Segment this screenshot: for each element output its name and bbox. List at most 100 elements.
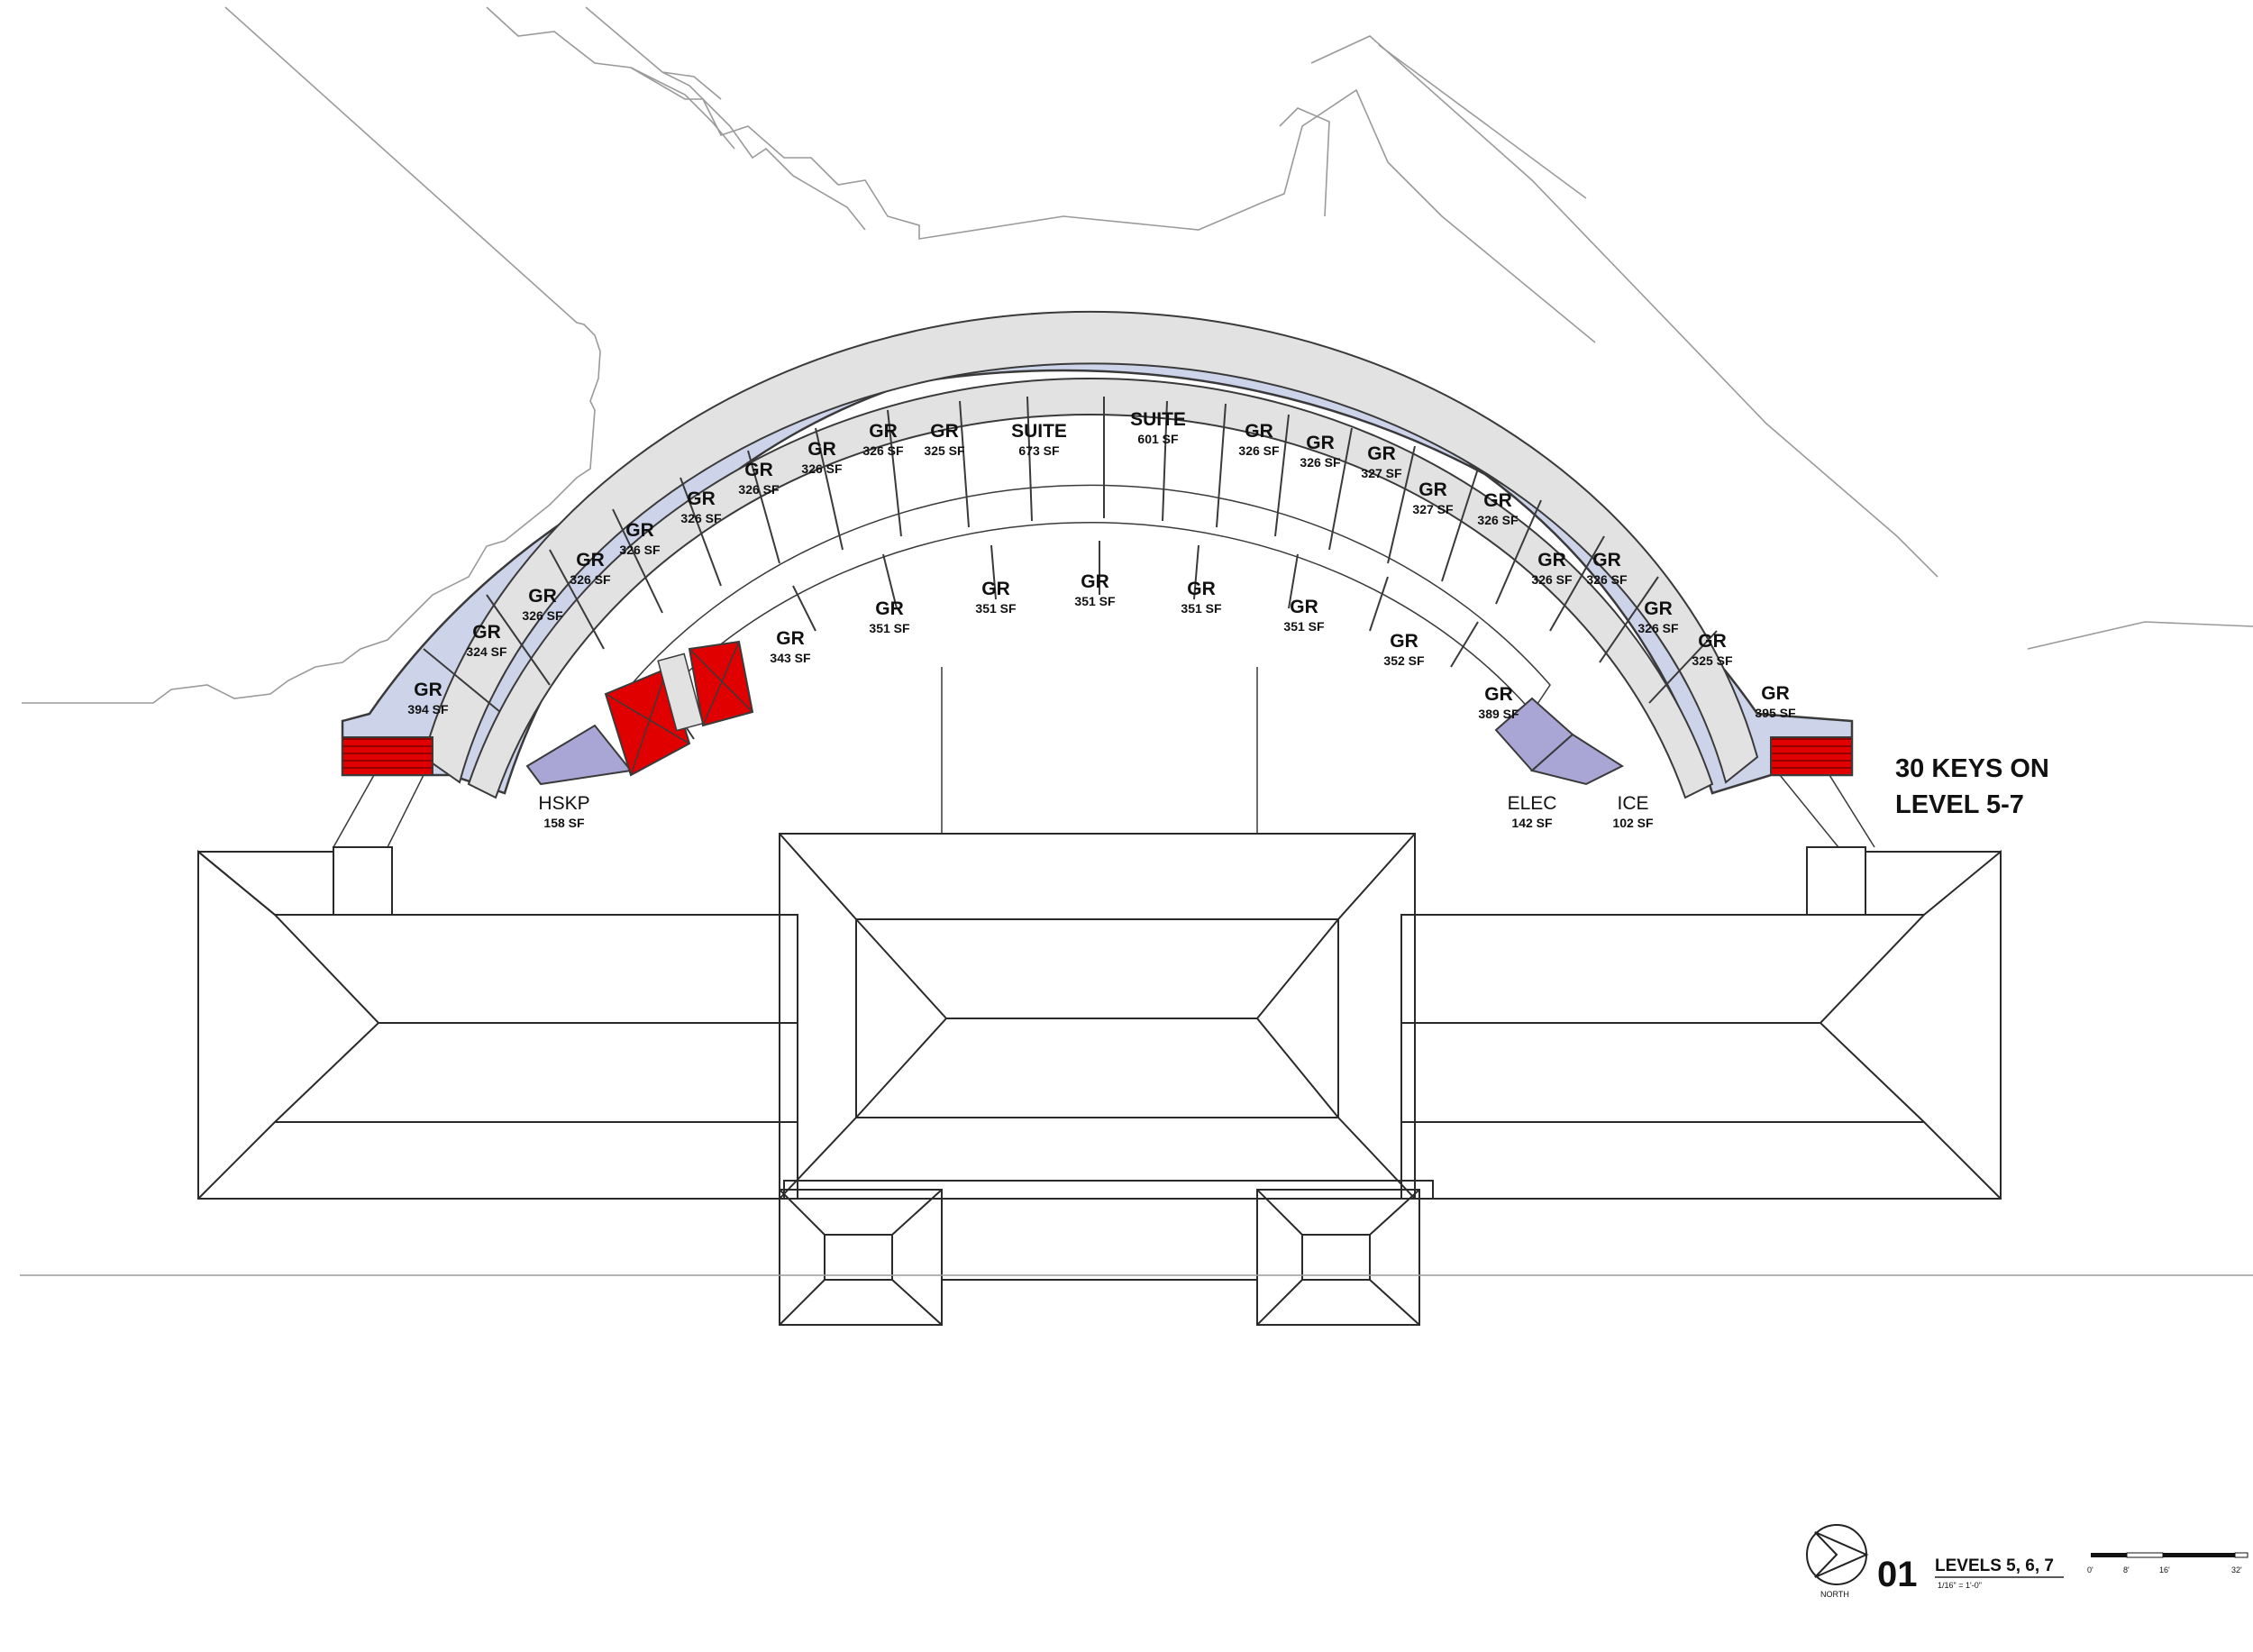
outer-room-label-area: 326 SF (801, 461, 843, 476)
service-room-label-name: ICE (1617, 793, 1648, 814)
outer-room-label-name: GR (807, 439, 836, 460)
outer-room-label-5: GR 326 SF (680, 488, 722, 525)
outer-room-label-name: GR (1761, 683, 1790, 704)
scale-tick-2: 16' (2159, 1565, 2170, 1574)
outer-room-label-area: 326 SF (619, 543, 661, 557)
inner-room-label-3: GR 351 SF (1074, 571, 1116, 608)
scale-tick-3: 32' (2231, 1565, 2242, 1574)
outer-room-label-16: GR 326 SF (1477, 490, 1519, 527)
outer-room-label-name: SUITE (1130, 409, 1186, 430)
outer-room-label-name: GR (930, 421, 959, 442)
outer-room-label-name: GR (576, 550, 605, 570)
outer-room-label-area: 326 SF (1300, 455, 1341, 470)
outer-room-label-name: GR (625, 520, 654, 541)
service-room-label-area: 102 SF (1612, 816, 1654, 830)
outer-room-label-area: 326 SF (1586, 572, 1628, 587)
keys-callout-line2: LEVEL 5-7 (1895, 790, 2024, 819)
title-block: NORTH 01 LEVELS 5, 6, 7 1/16" = 1'-0" 0'… (1806, 1524, 2248, 1599)
outer-room-label-name: GR (1245, 421, 1273, 442)
inner-room-label-name: GR (1081, 571, 1109, 592)
outer-room-label-3: GR 326 SF (570, 550, 611, 587)
service-room-label-name: HSKP (538, 793, 589, 814)
scale-tick-1: 8' (2123, 1565, 2130, 1574)
outer-room-label-name: GR (1698, 631, 1727, 652)
inner-room-label-area: 389 SF (1478, 707, 1519, 721)
outer-room-label-name: GR (744, 460, 773, 480)
inner-room-label-area: 351 SF (1283, 619, 1325, 634)
outer-room-label-area: 326 SF (522, 608, 563, 623)
outer-room-label-name: GR (687, 488, 716, 509)
connector-bridges (333, 667, 1875, 848)
outer-room-label-name: SUITE (1011, 421, 1067, 442)
inner-room-label-name: GR (1290, 597, 1318, 617)
outer-room-label-area: 326 SF (1238, 443, 1280, 458)
hskp-room (525, 724, 633, 786)
outer-room-label-area: 326 SF (1637, 621, 1679, 635)
drawing-title: LEVELS 5, 6, 7 (1935, 1556, 2054, 1575)
scale-tick-0: 0' (2087, 1565, 2093, 1574)
north-label: NORTH (1820, 1590, 1849, 1599)
service-room-label-2: ICE 102 SF (1612, 793, 1654, 830)
keys-callout-line1: 30 KEYS ON (1895, 754, 2049, 783)
outer-room-label-name: GR (472, 622, 501, 643)
inner-room-label-7: GR 389 SF (1478, 684, 1519, 721)
outer-room-label-area: 327 SF (1412, 502, 1454, 516)
service-room-label-name: ELEC (1508, 793, 1557, 814)
shaft-lobby (657, 653, 704, 732)
outer-room-label-name: GR (1537, 550, 1566, 570)
inner-room-label-5: GR 351 SF (1283, 597, 1325, 634)
outer-room-label-name: GR (869, 421, 898, 442)
outer-room-label-area: 326 SF (1477, 513, 1519, 527)
inner-room-label-name: GR (776, 628, 805, 649)
inner-room-label-name: GR (981, 579, 1010, 599)
ice-room (1529, 733, 1625, 786)
inner-room-label-1: GR 351 SF (869, 598, 910, 635)
outer-room-label-area: 394 SF (407, 702, 449, 716)
inner-room-label-name: GR (1187, 579, 1216, 599)
inner-room-label-area: 351 SF (869, 621, 910, 635)
hotel-tower-wing (333, 310, 1875, 848)
outer-room-label-area: 326 SF (738, 482, 780, 497)
outer-room-label-area: 324 SF (466, 644, 507, 659)
outer-room-label-name: GR (1367, 443, 1396, 464)
graphic-scale-bar: 0' 8' 16' 32' (2087, 1552, 2248, 1574)
service-room-label-1: ELEC 142 SF (1508, 793, 1557, 830)
inner-room-label-name: GR (875, 598, 904, 619)
outer-room-label-area: 326 SF (570, 572, 611, 587)
outer-room-label-area: 326 SF (680, 511, 722, 525)
podium-roof (197, 833, 2002, 1326)
inner-room-label-name: GR (1484, 684, 1513, 705)
service-room-label-area: 142 SF (1511, 816, 1553, 830)
drawing-number: 01 (1877, 1555, 1918, 1594)
inner-room-label-area: 351 SF (1074, 594, 1116, 608)
outer-room-label-area: 327 SF (1361, 466, 1402, 480)
inner-room-label-area: 351 SF (975, 601, 1017, 616)
outer-room-label-14: GR 327 SF (1361, 443, 1402, 480)
outer-room-label-area: 395 SF (1755, 706, 1796, 720)
outer-room-label-name: GR (1483, 490, 1512, 511)
outer-room-label-name: GR (1306, 433, 1335, 453)
stair-left (342, 736, 433, 776)
site-context-lines (22, 6, 2253, 704)
corridor-main (422, 310, 1759, 784)
stair-right (1770, 736, 1853, 776)
